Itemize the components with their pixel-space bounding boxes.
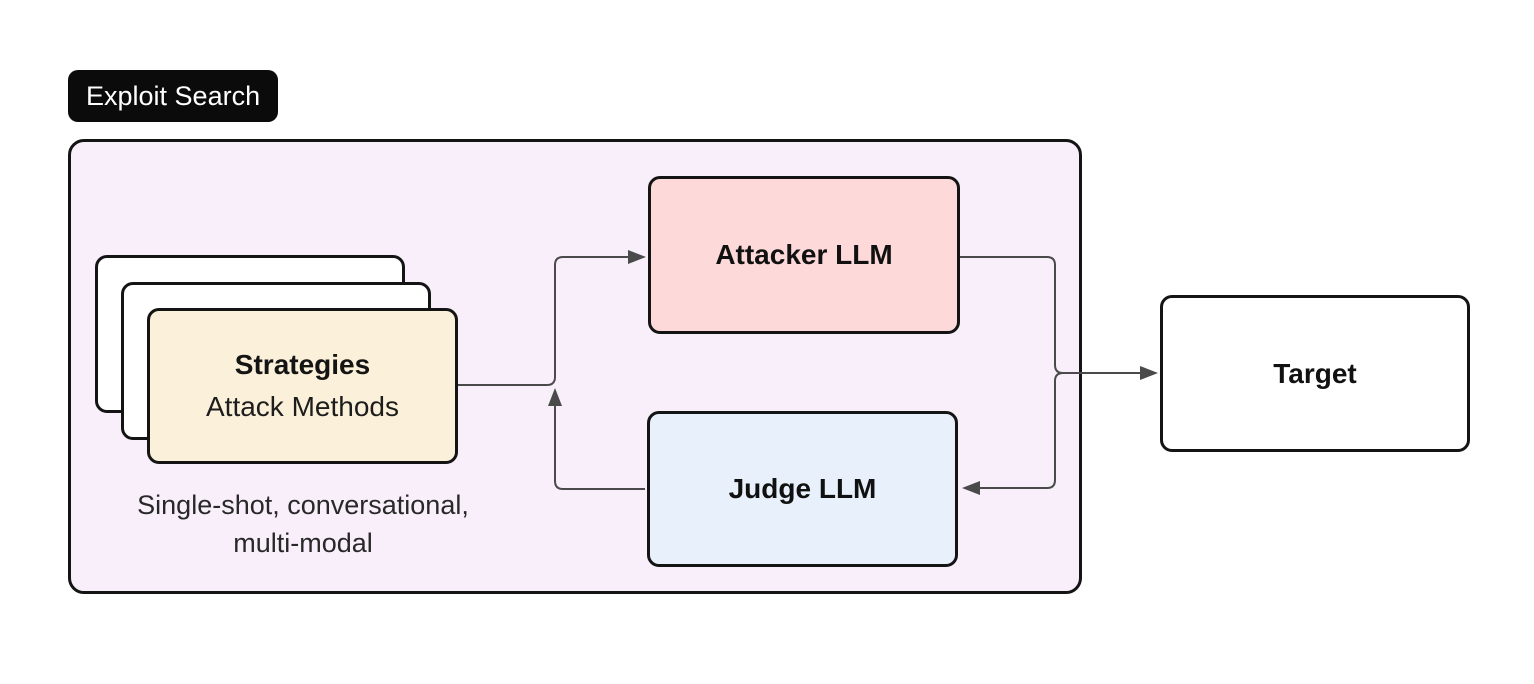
strategies-caption-line1: Single-shot, conversational,	[137, 490, 469, 520]
strategies-caption: Single-shot, conversational, multi-modal	[83, 486, 523, 562]
exploit-search-title-badge: Exploit Search	[68, 70, 279, 122]
arrowhead-right-icon	[1140, 366, 1158, 380]
strategies-card: Strategies Attack Methods	[147, 308, 458, 464]
strategies-caption-line2: multi-modal	[233, 528, 373, 558]
judge-llm-node: Judge LLM	[647, 411, 958, 567]
judge-llm-label: Judge LLM	[728, 473, 877, 504]
attacker-llm-label: Attacker LLM	[715, 239, 893, 270]
target-label: Target	[1273, 357, 1357, 389]
target-node: Target	[1160, 295, 1470, 452]
strategies-card-subtitle: Attack Methods	[206, 391, 399, 422]
strategies-card-title: Strategies	[234, 349, 371, 380]
attacker-llm-node: Attacker LLM	[648, 176, 960, 334]
